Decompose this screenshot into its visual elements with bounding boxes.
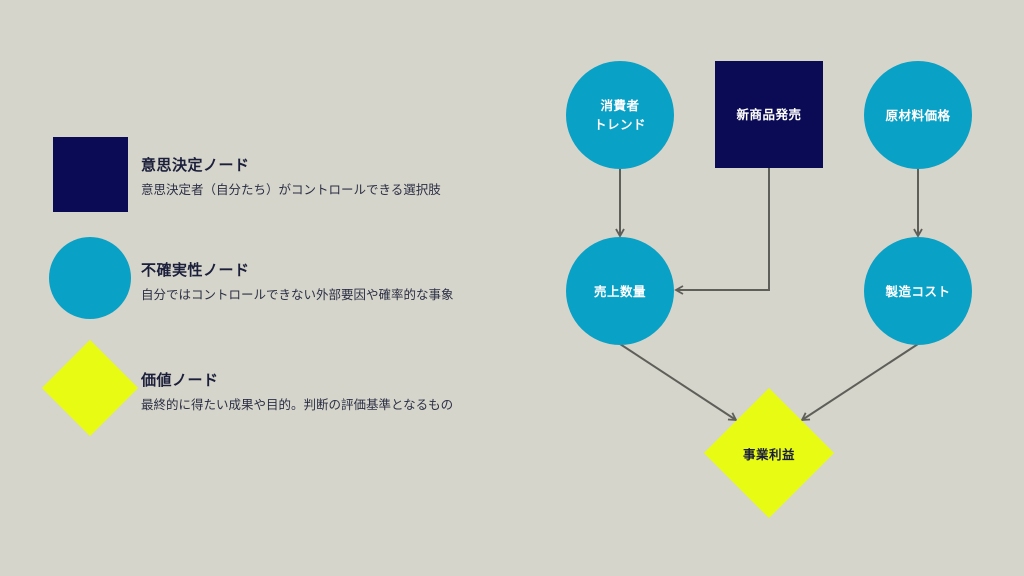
node-consumer-trend-label-1: 消費者 (600, 98, 640, 113)
legend-item-uncertainty: 不確実性ノード 自分ではコントロールできない外部要因や確率的な事象 (0, 0, 540, 319)
node-business-profit-label: 事業利益 (742, 446, 795, 462)
node-sales-volume-label: 売上数量 (593, 283, 646, 299)
node-raw-material: 原材料価格 (864, 61, 972, 169)
legend-item-value: 価値ノード 最終的に得たい成果や目的。判断の評価基準となるもの (0, 0, 540, 437)
arrow-cost-to-profit (800, 343, 919, 421)
legend-desc-uncertainty: 自分ではコントロールできない外部要因や確率的な事象 (141, 287, 454, 302)
node-manufacturing-cost-label: 製造コスト (885, 283, 951, 299)
node-new-product-label: 新商品発売 (736, 107, 802, 122)
arrow-sales-to-profit (619, 343, 738, 421)
node-sales-volume: 売上数量 (566, 237, 674, 345)
node-business-profit: 事業利益 (703, 387, 835, 519)
node-raw-material-label: 原材料価格 (885, 107, 951, 123)
legend-title-value: 価値ノード (141, 371, 219, 389)
legend-desc-value: 最終的に得たい成果や目的。判断の評価基準となるもの (141, 397, 454, 412)
legend-desc-decision: 意思決定者（自分たち）がコントロールできる選択肢 (141, 182, 441, 197)
legend-title-decision: 意思決定ノード (141, 156, 250, 174)
legend-title-uncertainty: 不確実性ノード (141, 261, 250, 279)
legend-item-decision: 意思決定ノード 意思決定者（自分たち）がコントロールできる選択肢 (0, 0, 540, 212)
node-manufacturing-cost: 製造コスト (864, 237, 972, 345)
node-consumer-trend: 消費者 トレンド (566, 61, 674, 169)
arrow-newproduct-to-sales (674, 168, 770, 295)
node-new-product: 新商品発売 (715, 61, 823, 168)
uncertainty-circle-icon (49, 237, 131, 319)
decision-square-icon (53, 137, 128, 212)
node-consumer-trend-label-2: トレンド (593, 117, 646, 132)
